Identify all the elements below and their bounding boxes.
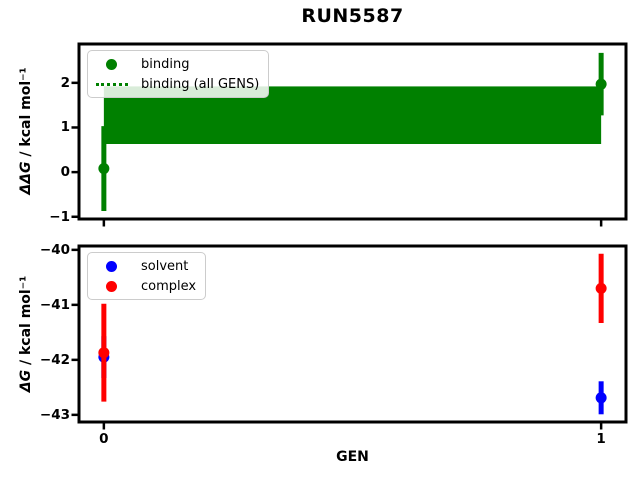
chart-title: RUN5587 xyxy=(301,5,404,27)
y-tick-label: −43 xyxy=(39,406,70,423)
legend-item-solvent: solvent xyxy=(95,256,196,276)
complex-data-point xyxy=(595,282,607,294)
x-tick-label: 0 xyxy=(99,431,109,447)
top-subplot-binding: binding binding (all GENS) xyxy=(71,42,628,227)
solvent-data-point xyxy=(595,392,607,404)
solvent-marker-icon xyxy=(106,260,117,272)
complex-data-point xyxy=(98,347,110,359)
x-tick-label: 1 xyxy=(596,431,606,447)
top-y-axis-label-units: / kcal mol⁻¹ xyxy=(18,67,34,162)
legend-label-binding: binding xyxy=(141,56,190,72)
bottom-legend: solvent complex xyxy=(87,252,207,300)
complex-marker-icon xyxy=(106,280,117,292)
top-legend: binding binding (all GENS) xyxy=(87,50,270,98)
x-axis-label: GEN xyxy=(336,449,369,465)
y-tick-label: 1 xyxy=(60,119,70,136)
legend-item-complex: complex xyxy=(95,276,196,296)
top-y-axis-label-math: ΔΔG xyxy=(18,161,34,195)
y-tick-label: −41 xyxy=(39,296,70,313)
binding-all-gens-dotted-line-icon xyxy=(95,82,128,86)
binding-data-point xyxy=(595,78,607,90)
legend-label-binding-all-gens: binding (all GENS) xyxy=(141,76,260,92)
legend-label-complex: complex xyxy=(141,278,197,294)
legend-item-binding-all-gens: binding (all GENS) xyxy=(95,74,259,94)
legend-handle xyxy=(95,58,128,70)
bottom-y-axis-label: ΔG / kcal mol⁻¹ xyxy=(18,276,34,392)
y-tick-label: −42 xyxy=(39,351,70,368)
legend-item-binding: binding xyxy=(95,54,259,74)
legend-handle xyxy=(95,82,128,86)
bottom-y-axis-label-math: ΔG xyxy=(18,369,34,393)
bottom-subplot-legs: solvent complex xyxy=(71,244,628,430)
binding-marker-icon xyxy=(106,58,117,70)
top-y-axis-label: ΔΔG / kcal mol⁻¹ xyxy=(18,67,34,194)
y-tick-label: 0 xyxy=(60,164,70,181)
legend-label-solvent: solvent xyxy=(141,258,189,274)
bottom-subplot-canvas xyxy=(71,244,628,430)
y-tick-label: −40 xyxy=(39,241,70,258)
bottom-y-axis-label-units: / kcal mol⁻¹ xyxy=(18,275,34,370)
legend-handle xyxy=(95,280,128,292)
binding-data-point xyxy=(98,163,110,175)
axes-frame xyxy=(77,244,628,424)
y-tick-label: 2 xyxy=(60,74,70,91)
legend-handle xyxy=(95,260,128,272)
y-tick-label: −1 xyxy=(49,208,70,225)
axes-frame xyxy=(77,42,628,221)
